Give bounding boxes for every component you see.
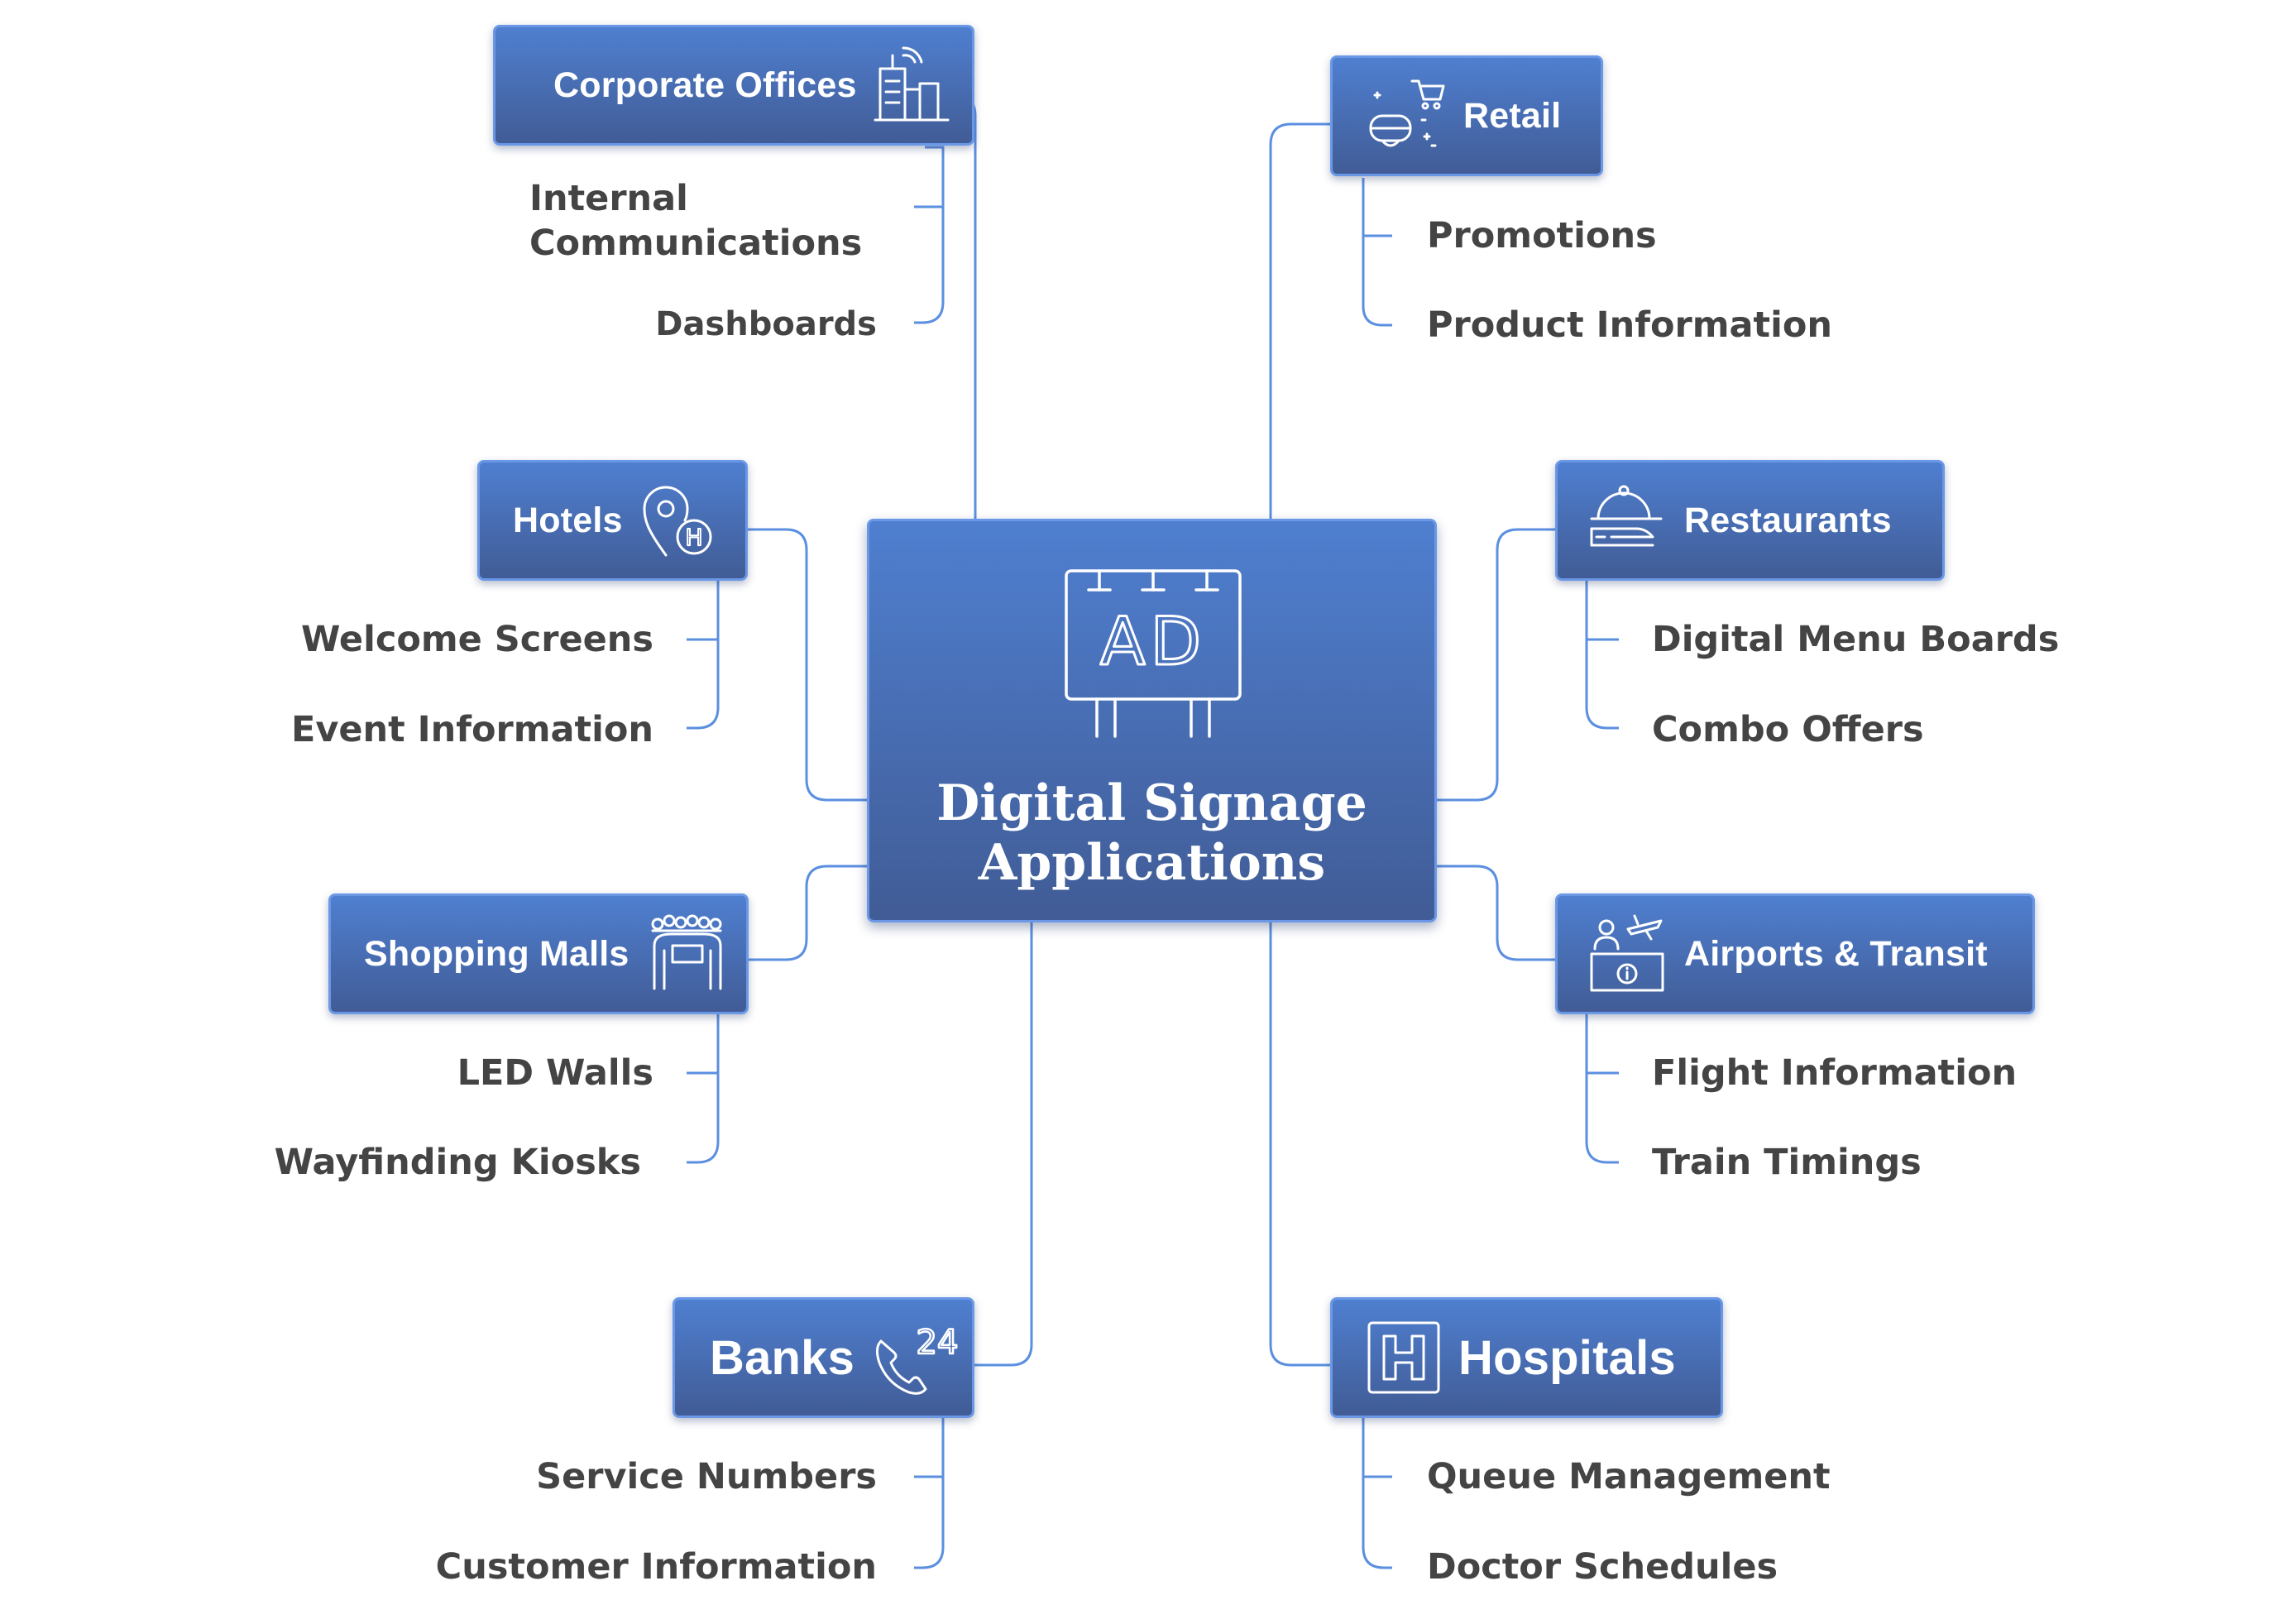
hospital-sign-icon: [1367, 1321, 1440, 1394]
leaf-wayfinding-kiosks: Wayfinding Kiosks: [274, 1142, 641, 1183]
svg-text:H: H: [685, 524, 702, 551]
leaf-queue-management: Queue Management: [1427, 1456, 1831, 1497]
serving-cloche-icon: [1590, 485, 1663, 547]
node-label: Retail: [1463, 95, 1562, 136]
central-topic-node: AD Digital Signage Applications: [867, 519, 1437, 922]
leaf-flight-information: Flight Information: [1652, 1052, 2018, 1094]
phone-24-icon: 24: [876, 1323, 960, 1395]
node-label: Corporate Offices: [553, 65, 857, 105]
node-label: Banks: [710, 1330, 855, 1385]
leaf-dashboards: Dashboards: [655, 305, 877, 343]
node-shopping-malls[interactable]: Shopping Malls: [328, 893, 749, 1014]
node-airports-transit[interactable]: Airports & Transit: [1555, 893, 2035, 1014]
leaf-doctor-schedules: Doctor Schedules: [1427, 1546, 1778, 1588]
leaf-led-walls: LED Walls: [457, 1052, 653, 1094]
leaf-promotions: Promotions: [1427, 215, 1657, 256]
leaf-combo-offers: Combo Offers: [1652, 709, 1924, 750]
crowd-gate-icon: [651, 914, 722, 990]
node-restaurants[interactable]: Restaurants: [1555, 460, 1945, 581]
leaf-digital-menu-boards: Digital Menu Boards: [1652, 619, 2060, 660]
airport-info-desk-icon: [1590, 914, 1664, 992]
node-corporate-offices[interactable]: Corporate Offices: [493, 25, 974, 146]
leaf-internal-communications: Internal Communications: [529, 178, 863, 264]
node-label: Airports & Transit: [1684, 933, 1988, 974]
shopping-cart-icon: [1369, 79, 1445, 147]
leaf-product-information: Product Information: [1427, 304, 1833, 346]
leaf-event-information: Event Information: [290, 709, 653, 750]
node-hotels[interactable]: Hotels H: [477, 460, 748, 581]
svg-text:24: 24: [917, 1324, 959, 1362]
node-retail[interactable]: Retail: [1330, 55, 1603, 176]
central-topic-title: Digital Signage Applications: [936, 774, 1367, 892]
leaf-welcome-screens: Welcome Screens: [301, 619, 653, 660]
node-label: Hospitals: [1458, 1330, 1676, 1385]
office-building-icon: [874, 46, 950, 122]
leaf-train-timings: Train Timings: [1652, 1142, 1922, 1183]
node-label: Hotels: [513, 500, 623, 540]
svg-text:AD: AD: [1100, 603, 1206, 680]
node-label: Shopping Malls: [364, 933, 629, 974]
node-label: Restaurants: [1684, 500, 1892, 540]
leaf-customer-information: Customer Information: [435, 1546, 877, 1588]
leaf-service-numbers: Service Numbers: [536, 1456, 877, 1497]
hotel-location-pin-icon: H: [643, 486, 712, 557]
node-banks[interactable]: Banks 24: [673, 1297, 974, 1418]
ad-billboard-icon: AD: [1065, 569, 1242, 738]
node-hospitals[interactable]: Hospitals: [1330, 1297, 1723, 1418]
